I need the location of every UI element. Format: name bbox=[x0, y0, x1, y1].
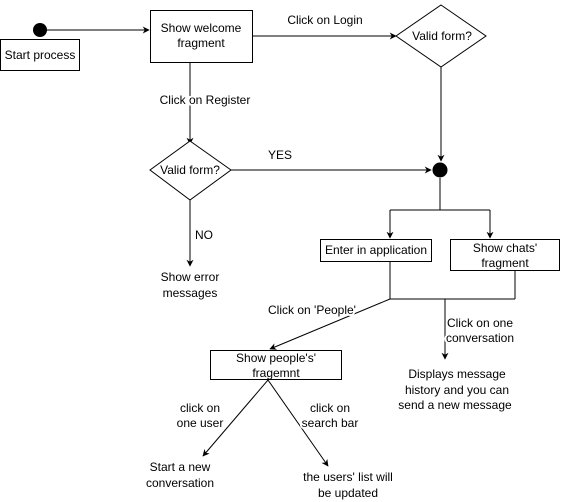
display-label-1: Displays message bbox=[408, 367, 506, 381]
edge-label-one-conversation-2: conversation bbox=[446, 331, 514, 345]
edge-label-one-user-1: click on bbox=[180, 401, 220, 415]
valid-form-left-label: Valid form? bbox=[160, 163, 220, 177]
edge-label-click-people: Click on 'People' bbox=[268, 303, 356, 317]
welcome-label-1: Show welcome bbox=[161, 21, 242, 35]
edge-label-click-register: Click on Register bbox=[160, 93, 251, 107]
updated-label-1: the users' list will bbox=[303, 470, 393, 484]
edge-people bbox=[269, 298, 391, 350]
edge-label-search-bar-2: search bar bbox=[302, 416, 359, 430]
chats-box bbox=[450, 239, 560, 271]
edge-label-yes: YES bbox=[268, 148, 292, 162]
people-label-2: fragemnt bbox=[252, 366, 300, 380]
welcome-label-2: fragment bbox=[177, 36, 225, 50]
valid-form-left-diamond bbox=[149, 140, 232, 201]
edge-label-search-bar-1: click on bbox=[310, 401, 350, 415]
connectors bbox=[40, 26, 516, 467]
edge-label-one-user-2: one user bbox=[177, 416, 224, 430]
edge-label-one-conversation-1: Click on one bbox=[447, 316, 513, 330]
chats-label-1: Show chats' bbox=[473, 241, 537, 255]
valid-form-top-label: Valid form? bbox=[412, 29, 472, 43]
new-conversation-label-2: conversation bbox=[146, 476, 214, 490]
new-conversation-label-1: Start a new bbox=[150, 460, 211, 474]
start-dot bbox=[33, 23, 47, 37]
welcome-box bbox=[150, 10, 253, 63]
edge-search-bar bbox=[267, 379, 329, 467]
error-label-2: messages bbox=[163, 286, 218, 300]
valid-form-top-diamond bbox=[395, 4, 487, 68]
start-process-box bbox=[0, 39, 80, 71]
chats-label-2: fragment bbox=[481, 256, 529, 270]
error-label-1: Show error bbox=[161, 270, 220, 284]
people-label-1: Show people's' bbox=[236, 351, 316, 365]
edge-label-no: NO bbox=[195, 228, 213, 242]
enter-application-label: Enter in application bbox=[325, 243, 427, 257]
display-label-3: send a new message bbox=[398, 398, 512, 412]
people-box bbox=[210, 350, 342, 380]
display-label-2: history and you can bbox=[405, 383, 509, 397]
start-process-label: Start process bbox=[5, 48, 76, 62]
updated-label-2: be updated bbox=[318, 486, 378, 500]
edge-label-click-login: Click on Login bbox=[287, 13, 362, 27]
edge-one-user bbox=[202, 379, 269, 457]
enter-application-box bbox=[320, 239, 432, 262]
merge-dot bbox=[432, 162, 448, 178]
